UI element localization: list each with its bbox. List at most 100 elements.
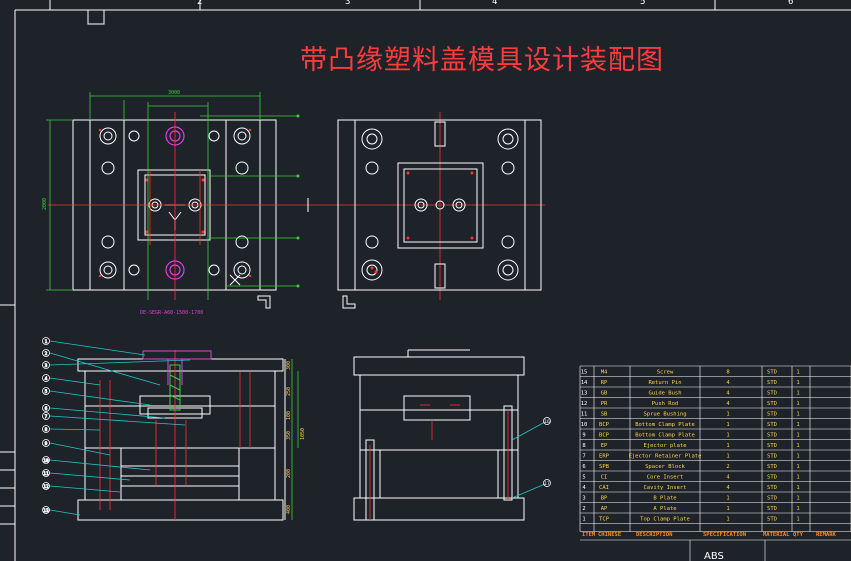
bom-cell-name: A Plate [653,506,676,512]
title-block-lines [580,539,851,561]
zone-marker [87,9,105,25]
bom-cell-name: Spacer Block [645,464,685,470]
plan-view-right [337,119,542,291]
bom-cell-mat: 1 [796,433,799,439]
bom-cell-spec: STD [767,412,777,418]
balloon-number: 17 [544,481,550,487]
bom-cell-code: BCP [599,422,610,428]
bom-cell-spec: STD [767,401,777,407]
bom-cell-code: M4 [601,370,608,376]
balloon-number: 2 [45,351,48,357]
dim-label-6: 400 [286,505,292,514]
bom-cell-spec: STD [767,485,777,491]
bom-header: ITEM CHINESE DESCRIPTION SPECIFICATION M… [582,532,837,538]
bom-cell-mat: 1 [796,391,799,397]
balloon-number: 4 [45,376,48,382]
bom-cell-qty: 1 [726,433,729,439]
bom-cell-mat: 1 [796,412,799,418]
balloon-number: 11 [43,471,49,477]
bom-table [579,365,851,532]
bom-cell-no: 8 [582,443,585,449]
bom-header-qty: QTY [793,532,804,538]
material-note: ABS [704,551,724,561]
front-dimension-ticks [291,359,299,520]
bom-cell-qty: 4 [726,475,730,481]
bom-cell-qty: 4 [726,391,730,397]
bom-cell-name: Push Rod [652,401,679,407]
side-section-view [353,349,525,521]
bom-cell-no: 6 [582,464,585,470]
dimension-ticks [296,114,300,288]
dim-label-3: 100 [286,411,292,420]
bom-cell-code: BP [601,496,608,502]
bom-cell-spec: STD [767,496,777,502]
bom-cell-no: 15 [581,370,588,376]
bom-cell-code: RP [601,380,608,386]
balloon-number: 12 [43,484,49,490]
bom-cell-spec: STD [767,391,777,397]
zone-label-4: 4 [492,0,498,7]
bom-cell-qty: 1 [726,443,729,449]
bom-cell-code: CI [601,475,608,481]
bom-cell-name: Cavity Insert [643,485,686,491]
bom-cell-spec: STD [767,422,777,428]
balloon-number: 5 [45,389,48,395]
bom-cell-code: SPB [599,464,610,470]
section-marks [257,198,356,309]
bom-cell-no: 12 [581,401,588,407]
bom-cell-name: Sprue Bushing [643,412,686,418]
bom-cell-qty: 2 [726,464,729,470]
bom-cell-qty: 1 [726,412,729,418]
dim-total-label: 1050 [300,428,306,440]
bom-cell-spec: STD [767,464,777,470]
bom-cell-no: 10 [581,422,588,428]
bom-cell-code: EP [601,443,608,449]
bom-cell-no: 4 [582,485,586,491]
dim-label-1: 300 [286,361,292,370]
balloon-number: 8 [45,427,48,433]
sprue-bushing [169,364,181,411]
bom-cell-code: AP [601,506,608,512]
bom-cell-qty: 1 [726,454,729,460]
bom-cell-code: TCP [599,517,610,523]
bom-cell-no: 7 [582,454,585,460]
bom-cell-name: Guide Bush [648,391,681,397]
bom-header-item: ITEM [582,532,596,538]
center-lines [48,112,545,300]
bom-cell-name: Bottom Clamp Plate [635,422,695,428]
bom-cell-no: 5 [582,475,585,481]
side-dim-label: 2000 [42,198,48,210]
bom-cell-code: PR [601,401,608,407]
dim-label-4: 350 [286,431,292,440]
bom-cell-name: Screw [657,370,674,376]
bom-cell-mat: 1 [796,475,799,481]
bom-cell-code: BCP [599,433,610,439]
dim-label-2: 250 [286,387,292,396]
bom-header-remark: REMARK [816,532,837,538]
bom-cell-mat: 1 [796,464,799,470]
bom-cell-no: 3 [582,496,585,502]
balloon-number: 10 [43,458,49,464]
balloon-number: 16 [544,419,550,425]
bom-cell-spec: STD [767,454,777,460]
bom-cell-mat: 1 [796,506,799,512]
plan-view-right-pins [370,171,474,274]
balloon-number: 9 [45,441,48,447]
bom-header-material: MATERIAL [763,532,790,538]
bom-cell-spec: STD [767,443,777,449]
bom-cell-spec: STD [767,475,777,481]
bom-cell-no: 13 [581,391,588,397]
bom-cell-mat: 1 [796,422,799,428]
balloon-number: 3 [45,363,48,369]
bom-cell-spec: STD [767,380,777,386]
balloon-number: 13 [43,508,49,514]
sprue-highlight [142,350,212,385]
overall-dim-label: 3000 [168,90,180,96]
bom-cell-spec: STD [767,433,777,439]
dimension-lines [46,92,298,300]
